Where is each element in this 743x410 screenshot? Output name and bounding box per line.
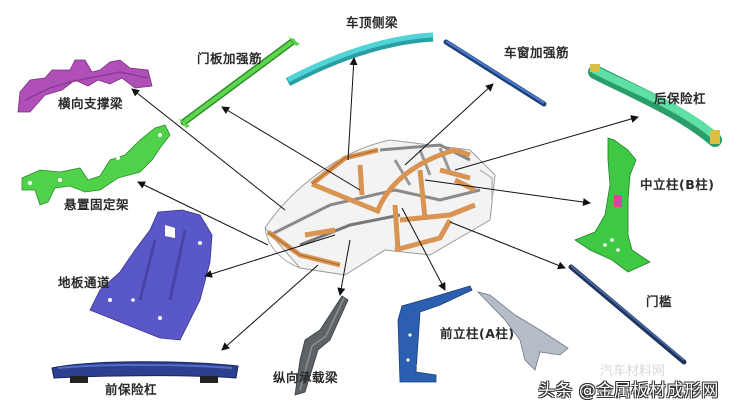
label-a-pillar: 前立柱(A柱) xyxy=(440,326,515,341)
front-bumper-shape xyxy=(51,361,239,383)
suspension-mount-shape xyxy=(21,124,171,206)
a-pillar-shape xyxy=(397,285,473,383)
label-door-panel-reinforcement: 门板加强筋 xyxy=(197,51,263,66)
label-floor-tunnel: 地板通道 xyxy=(58,275,111,290)
label-suspension-mount: 悬置固定架 xyxy=(64,197,130,212)
label-b-pillar: 中立柱(B柱) xyxy=(640,177,715,192)
watermark-subtext: 汽车材料网 xyxy=(600,364,666,379)
door-panel-reinforcement-shape xyxy=(178,36,300,128)
watermark: 头条 @金属板材成形网 xyxy=(538,381,719,401)
sill-shape xyxy=(568,264,687,365)
label-sill: 门槛 xyxy=(646,294,673,309)
roof-side-rail-shape xyxy=(285,32,434,86)
b-pillar-shape xyxy=(574,137,651,273)
rear-bumper-shape xyxy=(588,64,722,147)
longitudinal-beam-shape xyxy=(294,295,349,396)
label-rear-bumper: 后保险杠 xyxy=(654,91,707,106)
label-cross-support-beam: 横向支撑梁 xyxy=(58,96,124,111)
car-body-frame xyxy=(264,139,496,276)
label-front-bumper: 前保险杠 xyxy=(105,382,158,397)
pointer-arrows xyxy=(131,57,639,351)
label-roof-side-rail: 车顶侧梁 xyxy=(346,15,399,30)
a-pillar-inner-shape xyxy=(476,291,569,371)
label-longitudinal-beam: 纵向承载梁 xyxy=(273,370,339,385)
window-reinforcement-shape xyxy=(443,39,547,107)
label-window-reinforcement: 车窗加强筋 xyxy=(504,45,570,60)
